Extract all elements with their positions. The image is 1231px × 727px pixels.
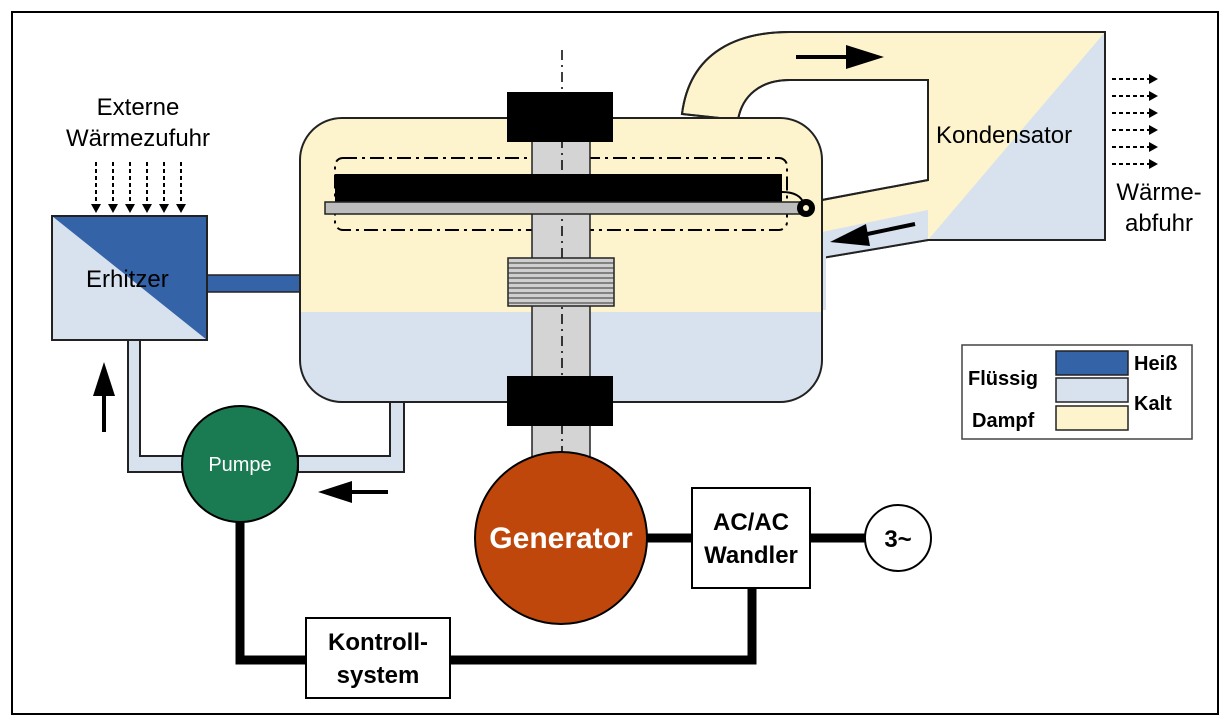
heater-label: Erhitzer: [86, 266, 169, 293]
upper-bearing: [507, 92, 613, 142]
condenser-label: Kondensator: [936, 122, 1072, 149]
converter-label-2: Wandler: [704, 542, 798, 569]
heat-removal-label-1: Wärme-: [1116, 179, 1201, 206]
legend-liquid: Flüssig: [968, 368, 1038, 390]
heat-removal-arrows: [1112, 78, 1150, 165]
control-wires: [235, 522, 868, 665]
external-heat-label-1: Externe: [97, 94, 180, 121]
lower-bearing: [507, 376, 613, 426]
legend-vapor: Dampf: [972, 410, 1035, 432]
legend-swatch-hot: [1055, 350, 1129, 376]
vapor-flow-arrow: [796, 45, 884, 69]
legend: Flüssig Dampf Heiß Kalt: [961, 344, 1193, 440]
external-heat-label-2: Wärmezufuhr: [66, 125, 210, 152]
generator-label: Generator: [489, 522, 633, 555]
flow-left-arrow: [318, 481, 388, 503]
control-label-2: system: [337, 662, 420, 689]
control-label-1: Kontroll-: [328, 629, 428, 656]
ac-ac-converter: [691, 487, 811, 589]
converter-label-1: AC/AC: [713, 509, 789, 536]
heat-removal-label-2: abfuhr: [1125, 210, 1193, 237]
heat-input-arrowheads: [91, 204, 186, 213]
legend-hot: Heiß: [1134, 353, 1177, 375]
nozzle-ring-inner: [803, 205, 809, 211]
heater-outline: [51, 215, 208, 341]
grid-label: 3~: [884, 526, 911, 553]
control-system: [305, 617, 451, 699]
heat-input-arrows: [95, 162, 182, 205]
flow-up-arrow: [93, 362, 115, 432]
legend-swatch-cold: [1055, 377, 1129, 403]
condenser-cold-region: [928, 32, 1105, 240]
shaft-heat-exchanger: [507, 257, 615, 307]
heat-removal-arrowheads: [1149, 74, 1158, 169]
condensate-return-arrow: [830, 222, 916, 246]
heater-hot-region: [52, 216, 207, 340]
legend-cold: Kalt: [1134, 393, 1172, 415]
legend-swatch-vapor: [1055, 405, 1129, 431]
condenser-outline: [680, 31, 1106, 260]
rotor-disc: [335, 174, 782, 202]
rotor-plate: [324, 201, 806, 215]
pump-label: Pumpe: [208, 454, 271, 476]
grid-connection: [864, 504, 932, 572]
